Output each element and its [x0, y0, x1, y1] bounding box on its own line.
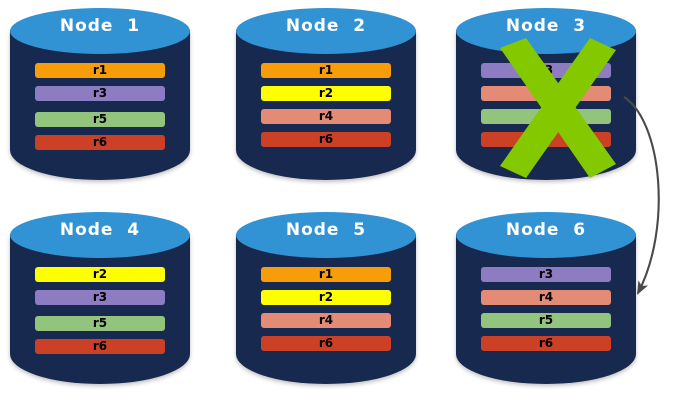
- record-bar[interactable]: r3: [35, 290, 165, 305]
- node-title-label: Node 4: [59, 220, 141, 240]
- record-bar[interactable]: r3: [35, 86, 165, 101]
- node-title-label: Node 3: [505, 16, 587, 36]
- record-bar[interactable]: r2: [261, 290, 391, 305]
- record-bar[interactable]: r6: [481, 132, 611, 147]
- record-list: r1 r2 r4 r6: [261, 63, 391, 147]
- cylinder-top-ellipse: [236, 212, 416, 258]
- cylinder-top-ellipse: [10, 8, 190, 54]
- record-bar[interactable]: r4: [481, 290, 611, 305]
- record-bar[interactable]: r6: [35, 339, 165, 354]
- record-bar[interactable]: r2: [35, 267, 165, 282]
- database-node-2[interactable]: Node 2 r1 r2 r4 r6: [236, 8, 416, 186]
- record-bar[interactable]: r5: [35, 316, 165, 331]
- record-bar[interactable]: r1: [261, 63, 391, 78]
- record-bar[interactable]: r1: [261, 267, 391, 282]
- record-bar[interactable]: r4: [261, 313, 391, 328]
- record-bar[interactable]: r6: [261, 132, 391, 147]
- record-list: r2 r3 r5 r6: [35, 267, 165, 354]
- record-bar[interactable]: r3: [481, 267, 611, 282]
- database-node-6[interactable]: Node 6 r3 r4 r5 r6: [456, 212, 636, 390]
- database-node-1[interactable]: Node 1 r1 r3 r5 r6: [10, 8, 190, 186]
- record-bar[interactable]: r2: [261, 86, 391, 101]
- record-bar[interactable]: r6: [481, 336, 611, 351]
- record-list: r3 r4 r5 r6: [481, 63, 611, 147]
- record-bar[interactable]: r3: [481, 63, 611, 78]
- cylinder-body: [236, 30, 416, 180]
- cylinder-top-ellipse: [456, 212, 636, 258]
- record-bar[interactable]: r1: [35, 63, 165, 78]
- cylinder-body: [10, 30, 190, 180]
- record-list: r1 r3 r5 r6: [35, 63, 165, 150]
- record-bar[interactable]: r5: [35, 112, 165, 127]
- cylinder-top-ellipse: [10, 212, 190, 258]
- cylinder-top-ellipse: [236, 8, 416, 54]
- record-bar[interactable]: r4: [481, 86, 611, 101]
- record-bar[interactable]: r6: [35, 135, 165, 150]
- cylinder-body: [236, 234, 416, 384]
- record-bar[interactable]: r5: [481, 109, 611, 124]
- node-title-label: Node 6: [505, 220, 587, 240]
- node-title-label: Node 5: [285, 220, 367, 240]
- record-bar[interactable]: r5: [481, 313, 611, 328]
- record-bar[interactable]: r4: [261, 109, 391, 124]
- database-node-3[interactable]: Node 3 r3 r4 r5 r6: [456, 8, 636, 186]
- cylinder-body: [456, 234, 636, 384]
- cylinder-body: [10, 234, 190, 384]
- record-list: r3 r4 r5 r6: [481, 267, 611, 351]
- database-node-4[interactable]: Node 4 r2 r3 r5 r6: [10, 212, 190, 390]
- record-bar[interactable]: r6: [261, 336, 391, 351]
- record-list: r1 r2 r4 r6: [261, 267, 391, 351]
- database-node-5[interactable]: Node 5 r1 r2 r4 r6: [236, 212, 416, 390]
- node-title-label: Node 1: [59, 16, 141, 36]
- node-title-label: Node 2: [285, 16, 367, 36]
